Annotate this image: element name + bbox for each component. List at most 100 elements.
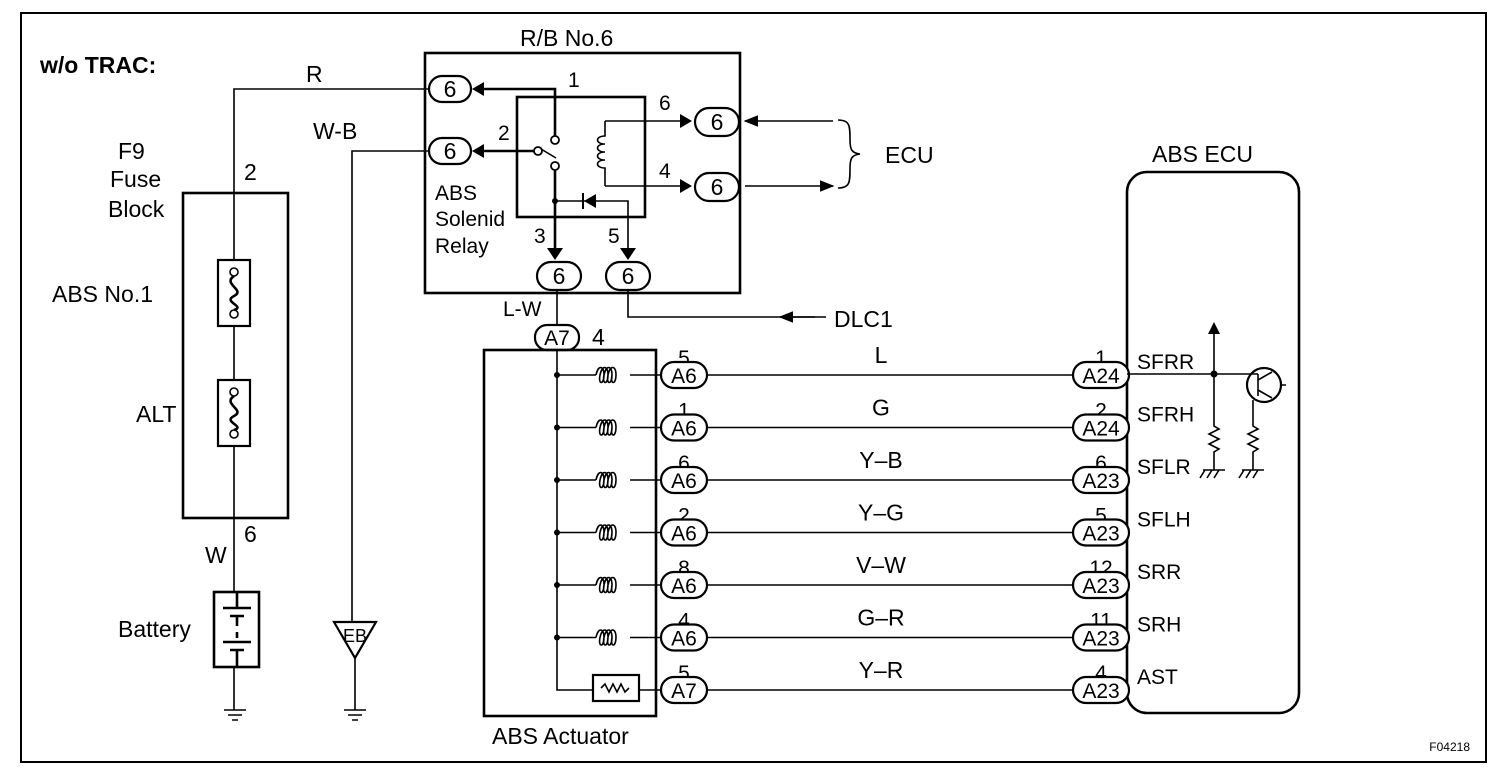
- ecu-connector-label: A23: [1082, 628, 1119, 651]
- wire-color-label: G: [872, 395, 890, 421]
- relay-contact-common: [533, 146, 543, 156]
- solenoid-coil-icon: [595, 419, 617, 436]
- relay-junction: [552, 198, 558, 204]
- svg-text:A7: A7: [544, 327, 570, 350]
- fuse-block-title-1: F9: [118, 138, 145, 164]
- relay-contact-lower: [550, 161, 560, 171]
- ecu-signal-label: AST: [1137, 666, 1178, 689]
- figure-id: F04218: [1429, 740, 1470, 754]
- ecu-signal-label: SRR: [1137, 561, 1181, 584]
- diode-icon: [584, 194, 596, 208]
- ground-wire-wb: [351, 150, 429, 650]
- ecu-resistor-1: [1207, 374, 1221, 470]
- svg-text:6: 6: [444, 76, 457, 102]
- diagram-frame: [20, 12, 1487, 763]
- relay-pin1-arrow: [472, 82, 484, 96]
- solenoid-coil-icon: [595, 629, 617, 646]
- relay-pin1-wire: [476, 87, 557, 136]
- relay-pin-5: 5: [608, 225, 620, 248]
- ecu-connector: [1071, 570, 1131, 600]
- dlc1-label: DLC1: [834, 306, 893, 332]
- solenoid-coil-icon: [595, 524, 617, 541]
- actuator-pin-number: 1: [678, 400, 690, 423]
- relay-block-title: R/B No.6: [520, 25, 613, 51]
- ecu-connector-label: A23: [1082, 680, 1119, 703]
- actuator-pin-number: 6: [678, 452, 690, 475]
- ground-eb-icon: [332, 620, 378, 661]
- ecu-signal-label: SFLR: [1137, 456, 1191, 479]
- relay-label-line2: Solenid: [435, 208, 505, 231]
- fuse-alt-label: ALT: [136, 401, 176, 427]
- ecu-pullup-arrow: [1208, 322, 1220, 334]
- relay-label-line1: ABS: [435, 182, 477, 205]
- relay-inner-box: [515, 95, 647, 219]
- relay-conn-bottom-1: 6: [535, 260, 583, 292]
- actuator-resistor-icon: [600, 682, 630, 694]
- ground-eb-label: EB: [343, 626, 367, 646]
- actuator-bus-wire: [556, 350, 593, 691]
- ecu-connector-label: A23: [1082, 470, 1119, 493]
- ecu-transistor-icon: [1245, 366, 1283, 404]
- actuator-pin-number: 5: [678, 662, 690, 685]
- wire-color-label: V–W: [856, 552, 906, 578]
- svg-text:6: 6: [553, 263, 566, 289]
- relay-label-line3: Relay: [435, 235, 489, 258]
- ecu-signal-label: SFLH: [1137, 509, 1191, 532]
- actuator-pin-number: 5: [678, 347, 690, 370]
- relay-conn-left-1: 6: [427, 74, 473, 104]
- relay-pin6-arrow: [680, 114, 692, 128]
- battery-ground-icon: [224, 709, 246, 721]
- fuse-block-pin-top: 2: [244, 159, 257, 185]
- svg-text:6: 6: [711, 174, 724, 200]
- ecu-signal-label: SRH: [1137, 614, 1181, 637]
- relay-pin-4: 4: [659, 160, 671, 183]
- actuator-title: ABS Actuator: [492, 723, 629, 749]
- actuator-connector-label: A6: [671, 365, 697, 388]
- svg-text:6: 6: [444, 138, 457, 164]
- ecu-connector-label: A23: [1082, 523, 1119, 546]
- wire-color-r: R: [306, 61, 323, 87]
- ecu-resistor-2: [1246, 400, 1260, 470]
- ecu-signal-label: SFRH: [1137, 404, 1194, 427]
- wire-color-label: Y–B: [859, 447, 902, 473]
- solenoid-coil-icon: [595, 471, 617, 489]
- relay-block-box: [423, 51, 742, 295]
- fuse-block-pin-bottom: 6: [244, 521, 257, 547]
- relay-pin-2: 2: [498, 122, 510, 145]
- relay-contact-upper: [550, 135, 560, 145]
- battery-icon: [223, 592, 251, 667]
- actuator-connector-label: A6: [671, 470, 697, 493]
- fuse-alt-icon: [229, 394, 239, 432]
- relay-pin-3: 3: [534, 225, 546, 248]
- fuse-block-box: [181, 191, 290, 520]
- actuator-connector-label: A6: [671, 418, 697, 441]
- actuator-connector-label: A6: [671, 523, 697, 546]
- ecu-connector-label: A24: [1082, 365, 1120, 388]
- ecu-ground-1: [1199, 469, 1225, 479]
- ground-eb-wire: [344, 658, 366, 721]
- relay-switch-arm: [540, 148, 557, 159]
- ecu-connector: [1071, 623, 1131, 652]
- ecu-connector-label: A23: [1082, 575, 1119, 598]
- relay-pin5-arrow: [620, 248, 636, 260]
- ecu-connector: [1071, 413, 1131, 442]
- solenoid-coil-icon: [595, 576, 617, 594]
- relay-pin3-arrow: [547, 248, 563, 260]
- actuator-supply-pin: 4: [592, 324, 605, 350]
- actuator-connector-label: A7: [671, 680, 697, 703]
- fuse-abs-no1-icon: [229, 274, 239, 312]
- actuator-pin-number: 8: [678, 557, 690, 580]
- ecu-group-label: ECU: [885, 142, 934, 168]
- ecu-brace: [837, 119, 861, 189]
- relay-conn-right-2: 6: [693, 171, 741, 203]
- power-wire-r: [233, 88, 429, 193]
- relay-conn-right-1: 6: [693, 106, 741, 138]
- wire-color-label: Y–G: [858, 500, 904, 526]
- wire-color-label: L: [875, 342, 888, 368]
- svg-text:6: 6: [711, 109, 724, 135]
- ecu-ground-2: [1238, 469, 1264, 479]
- wire-color-label: G–R: [857, 605, 904, 631]
- wire-color-wb: W-B: [313, 118, 357, 144]
- ecu-connector: [1071, 518, 1131, 547]
